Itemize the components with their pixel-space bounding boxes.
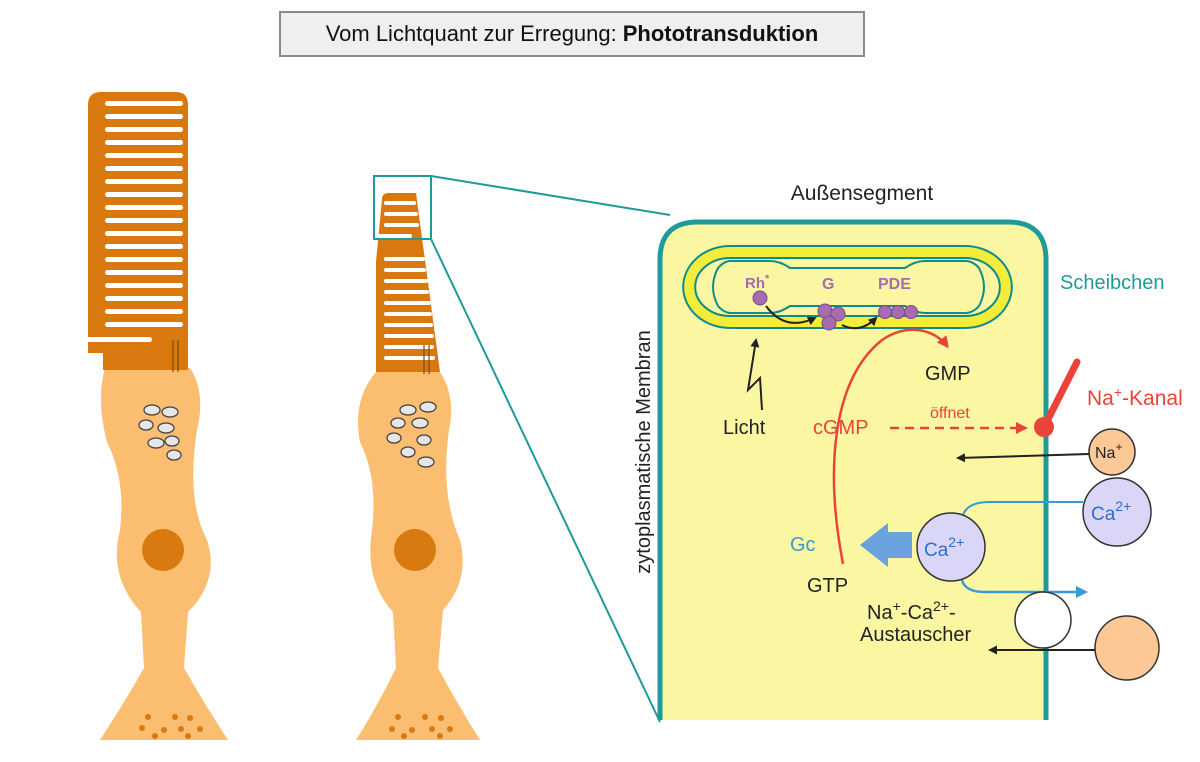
proteins (752, 290, 918, 331)
cone-disc-slits (376, 201, 435, 360)
label-licht: Licht (723, 417, 766, 439)
pde-2 (891, 305, 905, 319)
cone-cilium (423, 345, 430, 374)
ca-ion-inside (916, 512, 986, 582)
label-gmp: GMP (925, 363, 971, 385)
arrow-g-to-pde (841, 316, 878, 330)
label-gtp: GTP (807, 575, 848, 597)
disc (682, 245, 1013, 329)
rod-synaptic-vesicles (139, 714, 203, 739)
arrow-na-influx (956, 453, 1090, 463)
exchanger-circle (1014, 591, 1072, 649)
zoom-indicator (373, 175, 671, 723)
cone-mitochondria (386, 401, 437, 468)
zoom-line-top (430, 175, 671, 216)
disc-lumen (712, 259, 985, 315)
label-oeffnet: öffnet (930, 405, 970, 422)
rod-nucleus (142, 529, 184, 571)
g-protein-3 (821, 315, 837, 331)
plasma-membrane (657, 219, 1049, 720)
arrow-rh-to-g (765, 305, 817, 326)
label-scheibchen: Scheibchen (1060, 272, 1165, 294)
zoom-line-bottom (430, 238, 661, 723)
title-prefix: Vom Lichtquant zur Erregung: (325, 21, 617, 46)
label-ca-outside: Ca2+ (1091, 498, 1131, 525)
arrow-ca-efflux (960, 579, 1088, 598)
rod-mitochondria (138, 404, 182, 461)
cone-synaptic-vesicles (389, 714, 453, 739)
label-rh: Rh* (745, 273, 770, 292)
outer-segment-detail: Außensegment Scheibchen zytoplasmatische… (633, 182, 1183, 720)
pde-1 (878, 305, 892, 319)
na-ion-circle (1088, 428, 1136, 476)
label-cgmp: cGMP (813, 417, 869, 439)
label-na-kanal: Na+-Kanal (1087, 384, 1183, 410)
cone-nucleus (394, 529, 436, 571)
label-aussensegment: Außensegment (791, 182, 934, 205)
pde-3 (904, 305, 918, 319)
zoom-box (373, 175, 432, 240)
arrow-gtp-to-gmp (832, 328, 949, 565)
arrow-ca-inhibits-gc (860, 523, 912, 567)
label-austauscher: Austauscher (860, 624, 972, 646)
na-exchange-circle (1094, 615, 1160, 681)
light-zigzag-arrow (746, 338, 763, 411)
label-pde: PDE (878, 276, 911, 293)
rod-disc-slits (86, 101, 183, 342)
label-ca-inside: Ca2+ (924, 534, 964, 561)
na-channel (1034, 358, 1081, 437)
rod-cilium (172, 340, 179, 372)
g-protein-2 (830, 306, 846, 322)
disc-ring (684, 247, 1011, 327)
label-exchanger-ions: Na+-Ca2+- (867, 598, 956, 624)
rhodopsin (752, 290, 768, 306)
label-membran: zytoplasmatische Membran (633, 330, 655, 573)
label-gc: Gc (790, 534, 816, 556)
label-na-ion: Na+ (1095, 440, 1122, 462)
title-bold: Phototransduktion (622, 21, 819, 46)
page-title: Vom Lichtquant zur Erregung: Phototransd… (279, 11, 865, 57)
ca-ion-outside (1082, 477, 1152, 547)
rod-cell (86, 92, 228, 740)
label-g: G (822, 276, 834, 293)
cone-cell (356, 193, 480, 740)
